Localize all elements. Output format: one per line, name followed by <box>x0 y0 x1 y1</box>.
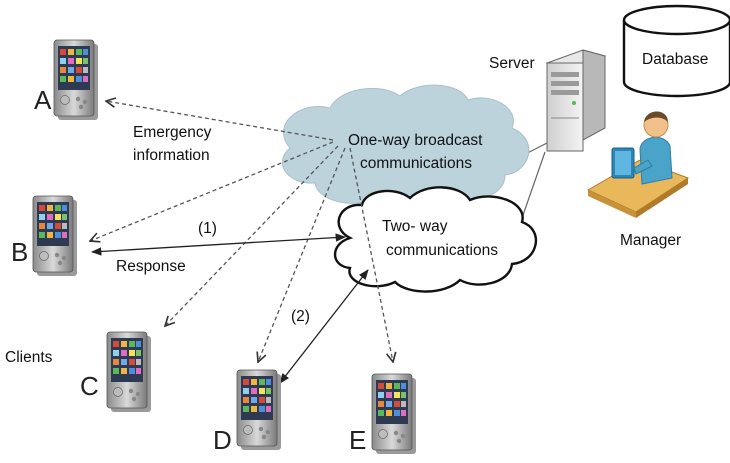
step-1-label: (1) <box>198 220 217 237</box>
twoway-cloud <box>333 186 538 293</box>
manager-icon <box>586 111 690 218</box>
phone-icon-b <box>32 195 78 277</box>
step-2-label: (2) <box>291 308 310 325</box>
broadcast-cloud <box>281 84 530 207</box>
client-label-c: C <box>80 371 99 401</box>
twoway-arrow-b <box>90 233 347 256</box>
client-label-b: B <box>11 237 29 267</box>
server-label: Server <box>489 55 535 72</box>
broadcast-arrow-b <box>90 141 334 241</box>
phone-icon-a <box>53 39 99 121</box>
client-label-a: A <box>34 85 52 115</box>
clients-group-label: Clients <box>5 349 53 366</box>
phone-icon-e <box>371 373 417 455</box>
broadcast-arrow-e <box>349 147 393 362</box>
response-label: Response <box>116 258 186 275</box>
broadcast-arrow-c <box>165 145 339 326</box>
phone-icon-c <box>106 331 152 413</box>
emergency-label-line1: Emergency <box>133 124 212 141</box>
phone-icon-d <box>236 369 282 451</box>
client-label-d: D <box>213 425 232 455</box>
client-label-e: E <box>349 425 367 455</box>
twoway-cloud-label-line2: communications <box>386 242 498 259</box>
server-icon <box>545 49 607 152</box>
database-label: Database <box>642 51 709 68</box>
broadcast-arrow-a <box>106 101 334 141</box>
twoway-arrow-d <box>279 269 369 384</box>
server-to-twoway-line <box>521 151 546 219</box>
broadcast-cloud-label-line1: One-way broadcast <box>348 132 483 149</box>
twoway-cloud-label-line1: Two- way <box>382 218 448 235</box>
database-icon <box>622 4 730 98</box>
emergency-label-line2: information <box>133 147 210 164</box>
broadcast-cloud-label-line2: communications <box>360 155 472 172</box>
manager-label: Manager <box>620 232 682 249</box>
